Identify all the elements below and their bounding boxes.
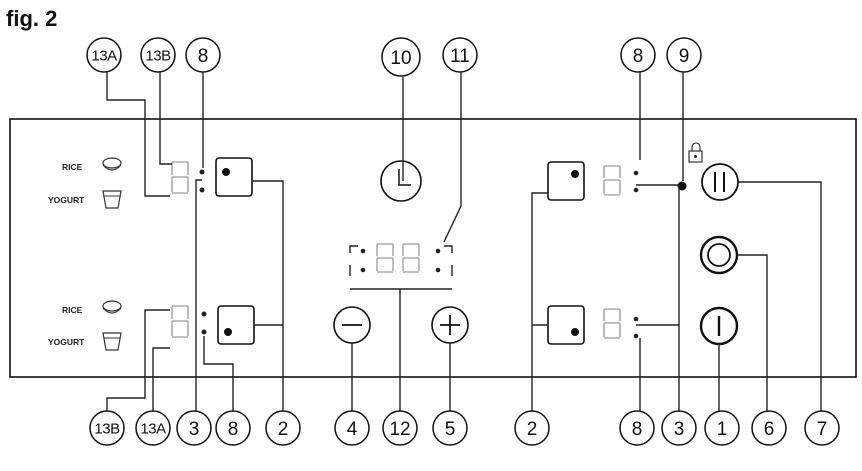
callout-8-bottom-left: 8 (215, 410, 251, 446)
svg-text:11: 11 (450, 46, 470, 67)
lower-right-indicator-dot (633, 333, 639, 339)
lower-left-indicator-dot (201, 311, 207, 317)
clock-icon[interactable] (380, 160, 422, 202)
svg-text:2: 2 (527, 419, 538, 440)
svg-text:1: 1 (717, 419, 728, 440)
lower-right-button-led (571, 328, 579, 336)
upper-right-digit-display (603, 165, 621, 196)
upper-right-indicator-dot (633, 170, 639, 176)
center-timer-display (376, 243, 420, 273)
minus-icon[interactable] (333, 306, 371, 344)
upper-rice-label: RICE (62, 162, 83, 172)
callout-3-bottom-left: 3 (176, 410, 212, 446)
lower-yogurt-label: YOGURT (48, 337, 85, 347)
callout-2-bottom-left: 2 (265, 410, 301, 446)
svg-text:3: 3 (674, 419, 685, 440)
panel-frame (9, 118, 857, 378)
timer-bracket (444, 245, 453, 253)
callout-3-bottom-right: 3 (661, 410, 697, 446)
ring-icon[interactable] (699, 235, 739, 275)
svg-text:13A: 13A (91, 48, 117, 65)
callout-13a-top: 13A (86, 37, 122, 73)
upper-left-select-button[interactable] (215, 157, 253, 197)
lower-right-indicator-dot (633, 316, 639, 322)
callout-6-bottom: 6 (751, 410, 787, 446)
lower-left-indicator-dot (201, 329, 207, 335)
svg-text:2: 2 (278, 419, 289, 440)
svg-text:13B: 13B (145, 48, 171, 65)
callout-8-top-right: 8 (620, 37, 656, 73)
timer-indicator-dot (360, 248, 366, 254)
lower-left-button-led (224, 328, 232, 336)
plus-icon[interactable] (431, 306, 469, 344)
upper-left-indicator-dot (199, 169, 205, 175)
lower-right-select-button[interactable] (547, 305, 585, 345)
lower-rice-label: RICE (62, 305, 83, 315)
lower-left-select-button[interactable] (217, 305, 255, 345)
power-icon[interactable] (699, 306, 739, 346)
pause-icon[interactable] (701, 163, 739, 201)
callout-10-top: 10 (381, 37, 421, 77)
svg-text:8: 8 (198, 46, 209, 67)
leader-lines (106, 72, 822, 411)
timer-indicator-dot (435, 248, 441, 254)
svg-text:8: 8 (228, 419, 239, 440)
upper-right-button-led (571, 170, 579, 178)
callout-8-bottom-right: 8 (619, 410, 655, 446)
callout-9-top: 9 (666, 37, 702, 73)
yogurt-cup-icon (102, 190, 122, 209)
lower-left-digit-display (171, 305, 189, 338)
svg-text:12: 12 (389, 419, 410, 440)
svg-text:13B: 13B (94, 421, 120, 438)
upper-right-select-button[interactable] (547, 161, 585, 201)
upper-left-digit-display (171, 161, 189, 194)
callout-1-bottom: 1 (704, 410, 740, 446)
lower-right-digit-display (603, 308, 621, 339)
upper-right-indicator-dot (633, 187, 639, 193)
svg-text:6: 6 (764, 419, 775, 440)
callout-13b-bottom: 13B (89, 410, 125, 446)
svg-text:8: 8 (632, 419, 643, 440)
upper-left-indicator-dot (199, 187, 205, 193)
svg-text:13A: 13A (140, 421, 166, 438)
callout-13a-bottom: 13A (135, 410, 171, 446)
callout-11-top: 11 (442, 37, 478, 73)
callout-12-bottom: 12 (382, 410, 418, 446)
lock-icon (688, 142, 703, 163)
timer-indicator-dot (360, 267, 366, 273)
lock-indicator-led (677, 181, 687, 191)
callout-8-top-left: 8 (185, 37, 221, 73)
rice-bowl-icon (102, 157, 122, 171)
svg-text:3: 3 (189, 419, 200, 440)
callout-13b-top: 13B (140, 37, 176, 73)
svg-text:9: 9 (679, 46, 690, 67)
yogurt-cup-icon (102, 332, 122, 351)
svg-text:8: 8 (633, 46, 644, 67)
rice-bowl-icon (102, 300, 122, 314)
callout-2-bottom-right: 2 (514, 410, 550, 446)
callout-5-bottom: 5 (432, 410, 468, 446)
svg-text:7: 7 (817, 419, 828, 440)
upper-left-button-led (222, 168, 230, 176)
callout-7-bottom: 7 (804, 410, 840, 446)
figure-title: fig. 2 (6, 6, 57, 31)
svg-text:10: 10 (390, 48, 411, 69)
callout-4-bottom: 4 (334, 410, 370, 446)
svg-text:4: 4 (347, 419, 358, 440)
upper-yogurt-label: YOGURT (48, 195, 85, 205)
timer-bracket (349, 245, 358, 253)
timer-indicator-dot (435, 267, 441, 273)
svg-text:5: 5 (445, 419, 456, 440)
